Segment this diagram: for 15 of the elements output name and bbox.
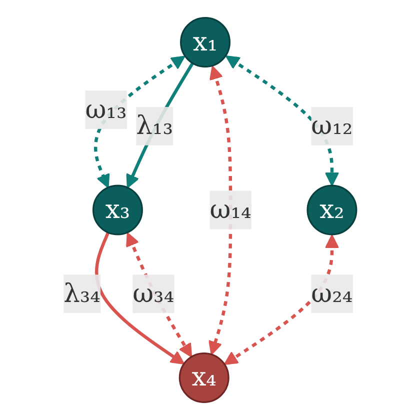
arrow: [95, 232, 185, 365]
edge-label: λ₁₃: [136, 110, 173, 141]
node-circle: x₄: [178, 352, 230, 403]
node-circle: x₁: [180, 17, 230, 68]
arrow: [126, 62, 194, 188]
edge-label: ω₃₄: [132, 278, 174, 308]
arrow: [126, 232, 192, 358]
edge-label: ω₂₄: [311, 278, 353, 308]
node-circle: x₃: [92, 184, 143, 236]
edge-label: ω₁₂: [311, 110, 353, 141]
edge-label: ω₁₃: [85, 94, 127, 124]
node-circle: x₂: [306, 184, 358, 236]
edge-label: ω₁₄: [210, 194, 252, 224]
edge-label: λ₃₄: [64, 278, 100, 308]
arrow: [94, 56, 186, 188]
